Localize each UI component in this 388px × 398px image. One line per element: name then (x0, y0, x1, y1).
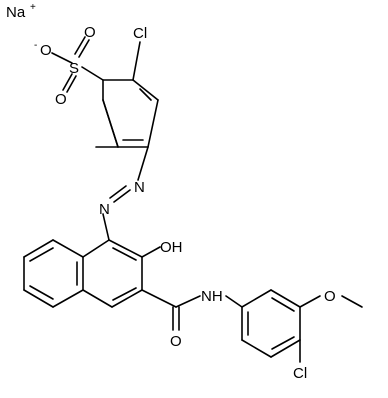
bond-s-o-double (74, 36, 86, 55)
bond-n-n (113, 189, 131, 203)
bond-c-nh (175, 295, 201, 308)
bond-ring3 (52, 289, 84, 308)
bond-ring4-inner (271, 297, 295, 312)
bond-ring3 (52, 239, 84, 258)
bond-ring2 (82, 239, 110, 258)
bond-ring3-inner (29, 285, 54, 300)
bond-ring4 (241, 289, 272, 308)
bond-ring3 (23, 239, 54, 258)
sulfonate-charge: - (34, 40, 37, 51)
sulfonate-oxygen-bottom-label: O (55, 91, 67, 108)
bond-nh-ring (225, 295, 243, 308)
bond-ring3 (23, 289, 54, 308)
bonds (23, 36, 363, 363)
bond-ring1 (132, 79, 159, 101)
azo-n2-label: N (99, 201, 110, 218)
bond-ring4-inner (271, 336, 295, 350)
bond-n-n (109, 185, 127, 199)
bond-ring1-inner (139, 88, 152, 101)
methoxy-oxygen-label: O (324, 288, 336, 305)
sulfur-label: S (69, 60, 79, 77)
bond-ring2 (108, 239, 143, 258)
bond-ring2 (82, 289, 113, 308)
bond-ring4 (270, 289, 301, 308)
bond-ring4 (241, 339, 272, 358)
bond-c-methyl (102, 99, 119, 148)
chloro-top-label: Cl (133, 25, 147, 42)
bond-s-o (51, 52, 73, 64)
bond-ring1 (147, 99, 159, 148)
bond-ring-n (137, 146, 149, 181)
bond-n-ring (102, 213, 110, 241)
amide-nh-label: NH (201, 288, 223, 305)
bond-ring4 (270, 339, 301, 358)
bond-c-cl (132, 41, 141, 81)
bond-s-o-double (66, 75, 77, 93)
azo-n1-label: N (134, 179, 145, 196)
bond-o-methyl (341, 295, 363, 308)
bond-ring2 (111, 289, 143, 308)
sodium-charge: + (30, 2, 36, 13)
sulfonate-oxygen-anion-label: O (40, 42, 52, 59)
bond-s-o-double (78, 39, 90, 58)
bond-ring-carbonyl (141, 289, 177, 308)
bond-ring2-inner (112, 287, 137, 301)
hydroxyl-label: OH (160, 239, 183, 256)
chloro-bottom-label: Cl (293, 365, 307, 382)
bond-s-o-double (62, 73, 73, 91)
bond-c-oh (141, 246, 161, 258)
atom-labels: Na + - O S O O Cl N N OH NH O O Cl (6, 2, 336, 382)
sulfonate-oxygen-top-label: O (84, 24, 96, 41)
bond-c-o-methoxy (299, 295, 321, 308)
bond-c-s (81, 66, 104, 81)
bond-ring3-inner (29, 247, 54, 262)
bond-ring2-inner (112, 247, 137, 261)
amide-oxygen-label: O (170, 333, 182, 350)
sodium-label: Na (6, 4, 26, 21)
